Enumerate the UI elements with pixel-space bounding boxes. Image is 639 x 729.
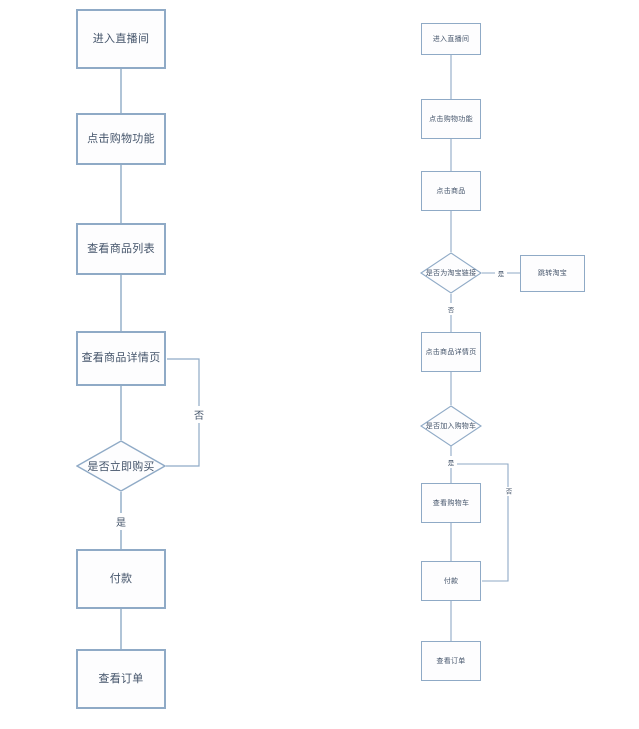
decision-buy-now-left[interactable]: 是否立即购买 — [76, 440, 166, 492]
diamond-shape — [76, 440, 166, 492]
node-click-shopping-left[interactable]: 点击购物功能 — [76, 113, 166, 165]
decision-add-to-cart-label: 是否加入购物车 — [425, 422, 477, 430]
edge-label-no-cart: 否 — [502, 487, 514, 496]
diamond-shape — [420, 252, 482, 294]
diamond-shape — [420, 405, 482, 447]
node-payment-right[interactable]: 付款 — [421, 561, 481, 601]
node-click-shopping-right[interactable]: 点击购物功能 — [421, 99, 481, 139]
edge-label-no-left: 否 — [191, 406, 207, 423]
node-view-order-right[interactable]: 查看订单 — [421, 641, 481, 681]
decision-is-taobao-link[interactable]: 是否为淘宝链接 — [420, 252, 482, 294]
node-click-product-right[interactable]: 点击商品 — [421, 171, 481, 211]
node-payment-left[interactable]: 付款 — [76, 549, 166, 609]
node-view-cart-right[interactable]: 查看购物车 — [421, 483, 481, 523]
node-enter-livestream-left[interactable]: 进入直播间 — [76, 9, 166, 69]
decision-is-taobao-link-label: 是否为淘宝链接 — [425, 269, 477, 277]
edge-label-yes-taobao: 是 — [495, 267, 507, 279]
node-view-product-list-left[interactable]: 查看商品列表 — [76, 223, 166, 275]
edge-label-no-taobao: 否 — [445, 303, 457, 315]
node-jump-to-taobao[interactable]: 跳转淘宝 — [520, 255, 585, 292]
decision-add-to-cart[interactable]: 是否加入购物车 — [420, 405, 482, 447]
node-enter-livestream-right[interactable]: 进入直播间 — [421, 23, 481, 55]
decision-buy-now-left-label: 是否立即购买 — [87, 460, 155, 473]
edge-label-yes-left: 是 — [113, 513, 129, 530]
edge-label-yes-cart: 是 — [445, 456, 457, 468]
node-view-order-left[interactable]: 查看订单 — [76, 649, 166, 709]
node-click-product-detail-right[interactable]: 点击商品详情页 — [421, 332, 481, 372]
node-view-product-detail-left[interactable]: 查看商品详情页 — [76, 331, 166, 386]
